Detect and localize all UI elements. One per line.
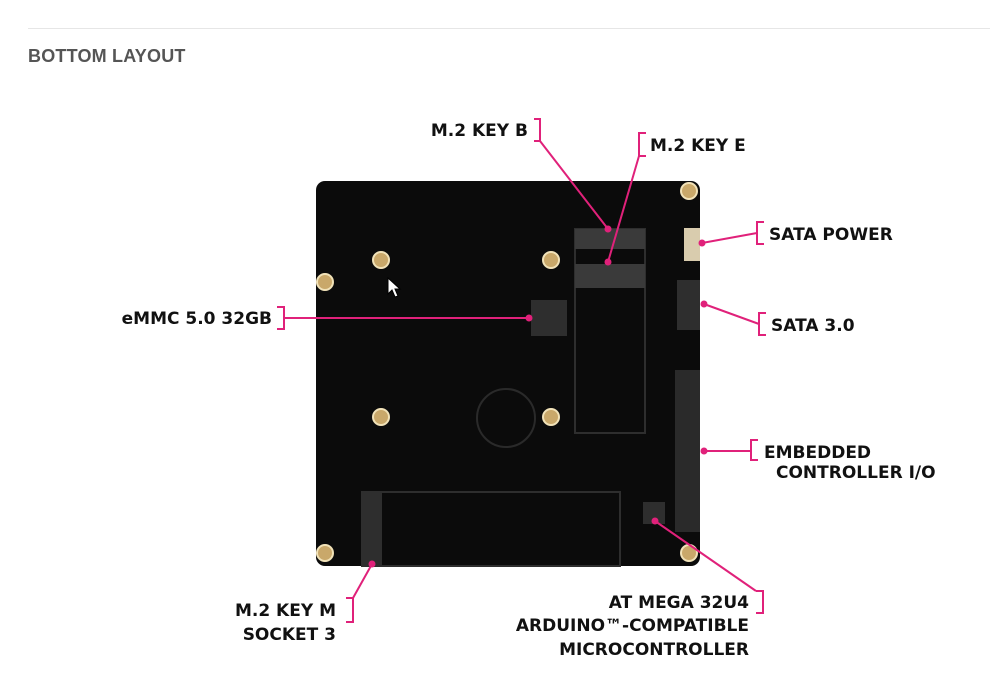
emmc-chip (531, 300, 567, 336)
sata-connector (677, 280, 700, 330)
section-title: BOTTOM LAYOUT (28, 46, 186, 66)
label-atmega-line1: AT MEGA 32U4 (609, 593, 749, 613)
leader-m2-key-b (534, 118, 609, 230)
leader-dot (700, 300, 708, 308)
label-sata-power: SATA POWER (769, 225, 893, 245)
leader-m2-key-e (607, 132, 646, 263)
leader-m2-key-m (346, 563, 373, 623)
leader-dot (525, 314, 533, 322)
label-atmega-line2: ARDUINO™-COMPATIBLE (516, 616, 749, 636)
mounting-hole (316, 544, 334, 562)
label-m2-key-b: M.2 KEY B (431, 121, 528, 141)
label-atmega-line3: MICROCONTROLLER (559, 640, 749, 660)
leader-embedded-controller (704, 439, 758, 461)
label-m2-key-m-line2: SOCKET 3 (243, 625, 336, 645)
m2-key-b-connector (575, 229, 645, 249)
label-sata-3: SATA 3.0 (771, 316, 855, 336)
label-m2-key-e: M.2 KEY E (650, 136, 746, 156)
leader-dot (700, 447, 708, 455)
mounting-hole (542, 408, 560, 426)
label-m2-key-m-line1: M.2 KEY M (235, 601, 336, 621)
leader-atmega (654, 520, 764, 614)
m2-key-e-connector (575, 264, 645, 288)
leader-sata-power (701, 221, 764, 245)
leader-dot (604, 258, 612, 266)
mounting-hole (316, 273, 334, 291)
leader-dot (604, 225, 612, 233)
mounting-hole (542, 251, 560, 269)
label-emmc: eMMC 5.0 32GB (122, 309, 272, 329)
battery-outline (476, 388, 536, 448)
mouse-cursor-icon (387, 276, 402, 298)
m2-key-m-connector (362, 492, 382, 566)
board-components (361, 228, 700, 567)
sata-power-connector (684, 228, 700, 261)
leader-sata-3 (703, 303, 766, 336)
leader-emmc (277, 306, 529, 330)
top-divider (28, 28, 990, 29)
mounting-holes (316, 182, 698, 562)
atmega-chip (643, 502, 665, 524)
label-embedded-controller-line1: EMBEDDED (764, 443, 871, 463)
leader-dot (368, 560, 376, 568)
leader-dot (651, 517, 659, 525)
mounting-hole (372, 408, 390, 426)
mounting-hole (680, 182, 698, 200)
leader-dot (698, 239, 706, 247)
mounting-hole (372, 251, 390, 269)
leader-lines (277, 118, 766, 623)
label-embedded-controller-line2: CONTROLLER I/O (776, 463, 936, 483)
labels: M.2 KEY B M.2 KEY E SATA POWER eMMC 5.0 … (122, 121, 936, 660)
embedded-controller-header (675, 370, 700, 532)
